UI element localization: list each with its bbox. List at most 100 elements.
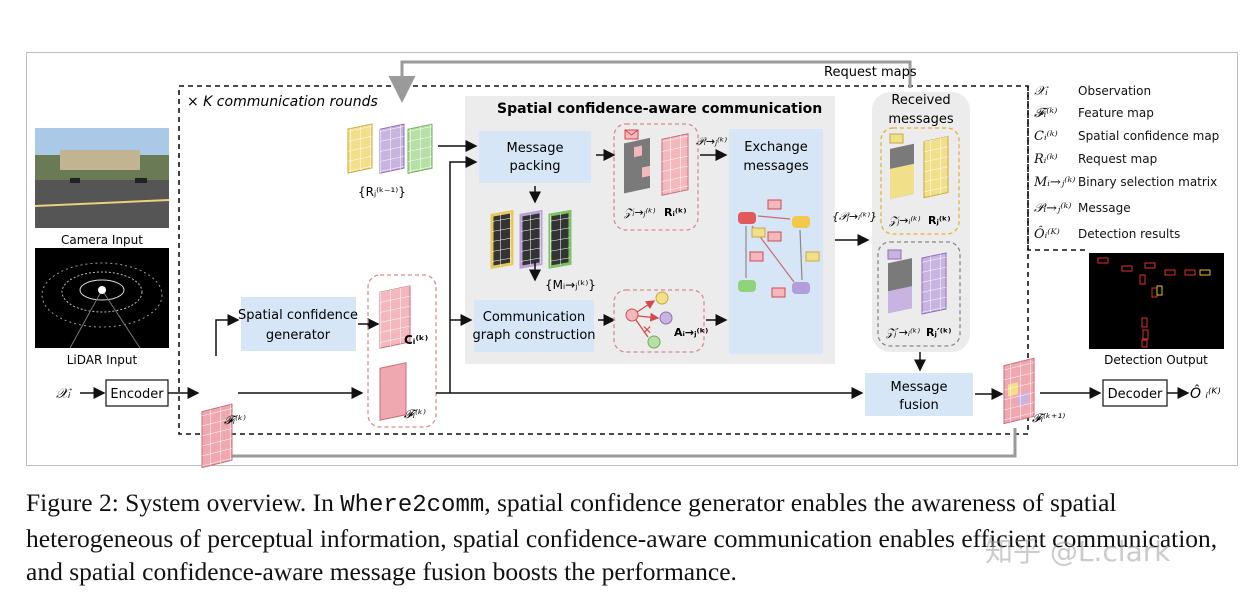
legend-symbol: 𝓕ᵢ⁽ᵏ⁾ (1034, 106, 1058, 121)
legend-symbol: Cᵢ⁽ᵏ⁾ (1034, 129, 1058, 144)
feature-symbol: 𝓕ᵢ⁽ᵏ⁾ (224, 413, 246, 427)
envelope-icon (751, 227, 766, 238)
message-p-symbol: 𝒫ᵢ→ⱼ⁽ᵏ⁾ (696, 135, 727, 148)
camera-input-image (34, 128, 170, 228)
legend-text: Feature map (1078, 106, 1154, 120)
fusion-label-1: Message (891, 380, 948, 395)
legend-text: Binary selection matrix (1078, 175, 1218, 189)
legend-text: Request map (1078, 152, 1158, 166)
system-diagram: Request maps × K communication rounds Sp… (34, 60, 1224, 469)
graph-edge-2 (637, 312, 660, 322)
legend-text: Observation (1078, 84, 1152, 98)
legend-symbol: Rᵢ⁽ᵏ⁾ (1034, 152, 1058, 167)
lidar-input-image (35, 248, 169, 349)
observation-symbol: 𝒳ᵢ (56, 386, 72, 402)
envelope-icon (749, 251, 764, 262)
lidar-input-label: LiDAR Input (67, 353, 138, 367)
adjacency-symbol: Aᵢ→ⱼ⁽ᵏ⁾ (674, 326, 708, 339)
caption-prefix: Figure 2: System overview. In (26, 488, 341, 517)
car-icon-yellow (792, 216, 810, 228)
comm-graph-label-2: graph construction (472, 328, 595, 343)
request-maps-arrow (388, 60, 912, 103)
received-message-panel-2 (877, 241, 961, 347)
encoder-box (105, 379, 169, 407)
received-panel (872, 92, 970, 352)
received-z-symbol: 𝒵ⱼ→ᵢ⁽ᵏ⁾ (888, 214, 921, 227)
feature-map-copy (379, 362, 407, 421)
car-icon-red (738, 212, 756, 224)
legend-symbol: Ôᵢ⁽ᴷ⁾ (1034, 227, 1060, 242)
detection-symbol: Ô ᵢ⁽ᴷ⁾ (1190, 384, 1221, 402)
caption-code: Where2comm (340, 492, 485, 519)
car-icon-purple (792, 282, 810, 294)
graph-node-green (647, 335, 661, 349)
received-maps-2 (888, 252, 947, 315)
detection-output-label: Detection Output (1104, 353, 1208, 367)
legend-text: Spatial confidence map (1078, 129, 1220, 143)
encoder-label: Encoder (110, 387, 164, 402)
rounds-label: × K communication rounds (187, 94, 378, 110)
graph-node-purple (659, 311, 673, 325)
legend-text: Detection results (1078, 227, 1181, 241)
input-feature-map (201, 403, 233, 469)
legend-symbol: 𝒳ᵢ (1034, 84, 1048, 99)
request-maps-label: Request maps (824, 65, 917, 80)
graph-edge-3 (635, 319, 649, 338)
envelope-icon (767, 199, 782, 210)
received-z2-symbol: 𝒵ⱼ′→ᵢ⁽ᵏ⁾ (885, 326, 920, 339)
request-maps-stack (347, 123, 433, 174)
exchange-label-2: messages (743, 159, 808, 174)
detection-output-image (1089, 253, 1224, 349)
envelope-icon (887, 249, 902, 260)
message-packing-label-2: packing (510, 159, 561, 174)
received-maps-1 (890, 135, 949, 199)
figure-caption: Figure 2: System overview. In Where2comm… (26, 486, 1241, 588)
scg-label-1: Spatial confidence (238, 308, 358, 323)
feature-to-scg-arrow (215, 314, 240, 356)
car-icon-green (738, 280, 756, 292)
graph-node-red (625, 308, 639, 322)
comm-graph-label-1: Communication (483, 310, 585, 325)
adjacency-panel (613, 289, 705, 353)
confidence-symbol: Cᵢ⁽ᵏ⁾ (404, 333, 428, 347)
selection-matrix-symbol: {Mᵢ→ⱼ⁽ᵏ⁾} (545, 278, 596, 292)
exchange-graph (738, 199, 820, 298)
watermark: 知乎 @L.clark (985, 535, 1171, 568)
caption-rest: , spatial confidence generator enables t… (26, 488, 1218, 586)
to-packing-arrow (449, 156, 478, 393)
message-fusion-box (865, 373, 973, 416)
envelope-icon (767, 231, 782, 242)
packed-message-maps (624, 133, 689, 196)
message-packing-label-1: Message (507, 141, 564, 156)
cut-edge-icon: ✕ (642, 323, 652, 337)
packed-message-panel (613, 123, 699, 231)
packed-r-symbol: Rᵢ⁽ᵏ⁾ (664, 206, 687, 219)
scg-label-2: generator (266, 328, 331, 343)
spatial-comm-title: Spatial confidence-aware communication (497, 101, 822, 117)
envelope-icon-flap (624, 129, 639, 136)
legend-text: Message (1078, 201, 1131, 215)
message-packing-box (479, 131, 591, 183)
received-label-2: messages (888, 112, 953, 127)
bottom-feedback-arrow (201, 427, 1017, 458)
confidence-map (379, 285, 411, 349)
output-feature-map (1003, 357, 1035, 425)
received-r-symbol: Rⱼ⁽ᵏ⁾ (928, 214, 951, 227)
camera-input-label: Camera Input (61, 233, 143, 247)
feature-copy-symbol: 𝓕ᵢ⁽ᵏ⁾ (404, 407, 426, 421)
exchange-link-3 (799, 229, 803, 281)
legend-symbol: 𝒫ᵢ→ⱼ⁽ᵏ⁾ (1034, 201, 1072, 216)
envelope-icon (805, 251, 820, 262)
envelope-icon (889, 133, 904, 144)
spatial-confidence-generator-box (241, 297, 356, 351)
feature-next-symbol: 𝓕ᵢ⁽ᵏ⁺¹⁾ (1032, 411, 1065, 425)
received-r2-symbol: Rⱼ′⁽ᵏ⁾ (926, 326, 951, 339)
comm-graph-box (474, 300, 594, 352)
exchange-label-1: Exchange (744, 140, 808, 155)
graph-edge-1 (636, 300, 656, 313)
exchange-link-1 (757, 215, 791, 220)
graph-node-yellow (655, 291, 669, 305)
confidence-panel (367, 274, 437, 428)
fusion-label-2: fusion (899, 398, 938, 413)
message-set-symbol: {𝒫ⱼ→ᵢ⁽ᵏ⁾} (832, 210, 877, 223)
